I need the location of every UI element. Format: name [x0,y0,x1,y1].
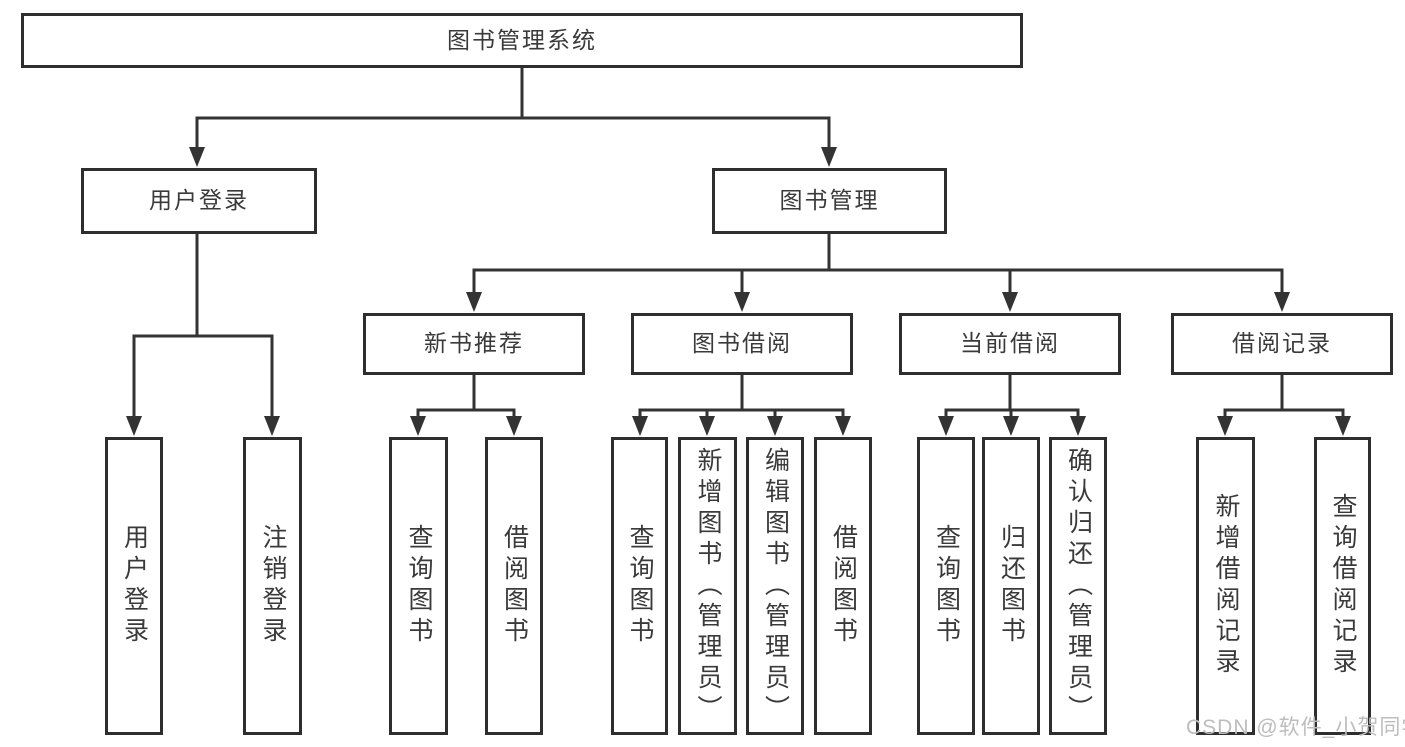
connector-arrow [410,416,426,436]
node-label-user-login: 用户登录 [149,187,249,214]
node-query-borrowing-record: 查询借阅记录 [1314,437,1371,735]
node-label-logout: 注销登录 [259,524,287,648]
connector-arrow [1003,416,1019,436]
node-new-book-recommendation: 新书推荐 [363,313,585,375]
node-label-current-borrowing: 当前借阅 [960,330,1060,357]
node-book-borrowing: 图书借阅 [631,313,853,375]
node-borrowing-records: 借阅记录 [1171,313,1393,375]
node-borrow-books-recommendation: 借阅图书 [485,437,543,735]
node-label-borrowing-records: 借阅记录 [1232,330,1332,357]
node-query-books-recommendation: 查询图书 [389,437,448,735]
node-current-borrowing: 当前借阅 [899,313,1121,375]
node-label-add-books-admin: 新增图书（管理员） [694,446,722,726]
node-confirm-return-admin: 确认归还（管理员） [1049,437,1107,735]
node-label-book-borrowing: 图书借阅 [692,330,792,357]
node-label-return-books: 归还图书 [997,524,1026,648]
node-user-login-leaf: 用户登录 [105,437,163,735]
node-borrow-books-borrowing: 借阅图书 [814,437,872,735]
node-label-query-books-borrowing: 查询图书 [626,524,654,648]
node-return-books: 归还图书 [982,437,1040,735]
node-edit-books-admin: 编辑图书（管理员） [746,437,804,735]
node-query-books-borrowing: 查询图书 [611,437,668,735]
node-label-query-books-current: 查询图书 [932,524,961,648]
connector-arrow [1217,416,1233,436]
connector-arrow [466,292,482,312]
connector-arrow [835,416,851,436]
node-label-confirm-return-admin: 确认归还（管理员） [1064,446,1093,726]
node-label-add-borrowing-record: 新增借阅记录 [1212,493,1240,679]
connector-arrow [938,416,954,436]
connector-arrow [1274,292,1290,312]
connector-arrow [189,147,205,167]
node-label-query-borrowing-record: 查询借阅记录 [1329,493,1357,679]
node-label-user-login-leaf: 用户登录 [120,524,149,648]
node-query-books-current: 查询图书 [917,437,975,735]
node-book-management: 图书管理 [712,168,947,234]
connector-arrow [821,147,837,167]
connector-arrow [506,416,522,436]
watermark: CSDN @软件_小贺同学 [1186,716,1405,739]
node-add-books-admin: 新增图书（管理员） [678,437,737,735]
node-label-borrow-books-borrowing: 借阅图书 [829,524,858,648]
connector-arrow [1335,416,1351,436]
connector-arrow [1070,416,1086,436]
connector-arrow [699,416,715,436]
connector-arrow [126,416,142,436]
connector-arrow [1002,292,1018,312]
node-logout: 注销登录 [243,437,302,735]
node-label-query-books-recommendation: 查询图书 [405,524,433,648]
node-system: 图书管理系统 [21,13,1023,68]
node-label-edit-books-admin: 编辑图书（管理员） [761,446,790,726]
connector-arrow [264,416,280,436]
node-label-book-management: 图书管理 [779,187,880,214]
node-add-borrowing-record: 新增借阅记录 [1196,437,1255,735]
connector-arrow [632,416,648,436]
node-label-new-book-recommendation: 新书推荐 [424,330,524,357]
node-label-system: 图书管理系统 [447,26,597,53]
node-label-borrow-books-recommendation: 借阅图书 [500,524,529,648]
connector-arrow [767,416,783,436]
node-user-login: 用户登录 [81,168,317,234]
connector-arrow [734,292,750,312]
